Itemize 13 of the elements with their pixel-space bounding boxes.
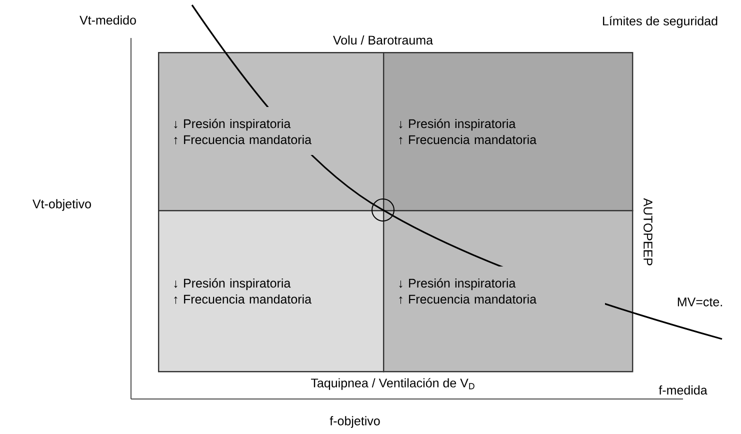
axis-label: f-medida bbox=[658, 385, 708, 395]
axis-label: Límites de seguridad bbox=[603, 16, 718, 28]
axis-label: Volu / Barotrauma bbox=[333, 35, 434, 45]
quadrant-box: ↓ Presión inspiratoria ↑ Frecuencia mandatoria bbox=[383, 210, 634, 372]
quadrant-box: ↓ Presión inspiratoria ↑ Frecuencia mandatoria bbox=[158, 210, 384, 372]
axis-label: Taquipnea / Ventilación de V$_{D}$ bbox=[311, 378, 474, 390]
quadrant-box: ↓ Presión inspiratoria ↑ Frecuencia mandatoria bbox=[158, 52, 384, 212]
axis-label: Vt-medido bbox=[80, 15, 136, 25]
axis-label: f-objetivo bbox=[330, 416, 380, 428]
axis-label: AUTOPEEP bbox=[644, 198, 652, 266]
axis-label: MV=cte. bbox=[678, 298, 722, 306]
axis-label: Vt-objetivo bbox=[32, 199, 91, 211]
quadrant-box: ↓ Presión inspiratoria ↑ Frecuencia mandatoria bbox=[383, 52, 634, 212]
